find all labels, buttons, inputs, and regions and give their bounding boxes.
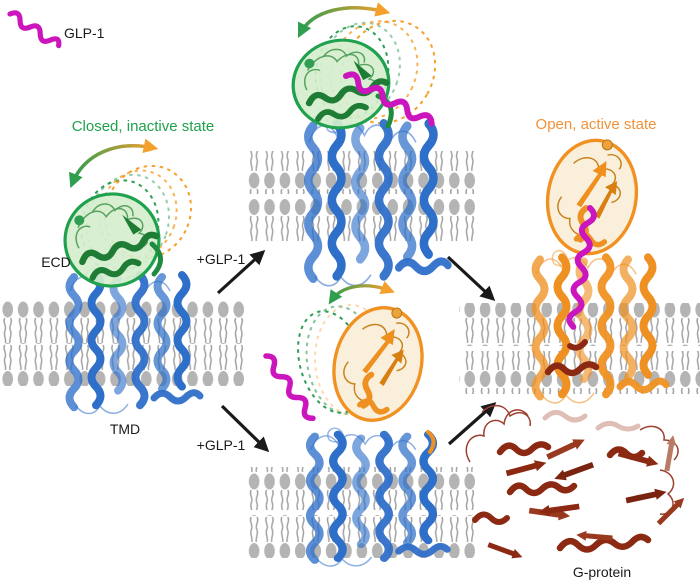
ecd-open-right xyxy=(539,131,646,261)
plus-glp1-upper-label: +GLP-1 xyxy=(197,251,246,267)
ecd-label: ECD xyxy=(41,254,71,270)
ecd-swing-arrow-top-middle xyxy=(298,2,391,38)
tmd-bundle-top-middle xyxy=(308,116,448,286)
open-state-label: Open, active state xyxy=(536,116,657,133)
membrane-right xyxy=(459,303,700,394)
g-protein-label: G-protein xyxy=(573,564,631,580)
g-protein xyxy=(465,339,688,562)
closed-state-label: Closed, inactive state xyxy=(72,118,215,135)
arrow-bottom-middle-to-right xyxy=(447,402,497,446)
glp1-free-bottom-middle xyxy=(263,353,316,422)
ecd-linker-left xyxy=(149,241,163,277)
tmd-bundle-left xyxy=(70,268,201,413)
ecd-open-bottom-middle xyxy=(322,296,434,429)
glp1-bound-right xyxy=(566,205,597,330)
plus-glp1-lower-label: +GLP-1 xyxy=(197,437,246,453)
arrow-top-middle-to-right xyxy=(446,255,496,302)
ecd-closed-top-middle xyxy=(286,33,396,136)
glp1-bound-top-middle xyxy=(343,71,435,127)
arrow-to-bottom-middle xyxy=(220,404,270,453)
glp1-ligand-icon xyxy=(7,10,62,49)
ecd-linker-bottom-middle xyxy=(426,430,436,454)
arrow-to-top-middle xyxy=(216,250,266,295)
ecd-swing-arrow-left xyxy=(69,138,159,189)
glp1-label: GLP-1 xyxy=(64,25,105,41)
ecd-swing-arrow-bottom-middle xyxy=(328,281,395,305)
tmd-label: TMD xyxy=(110,421,140,437)
